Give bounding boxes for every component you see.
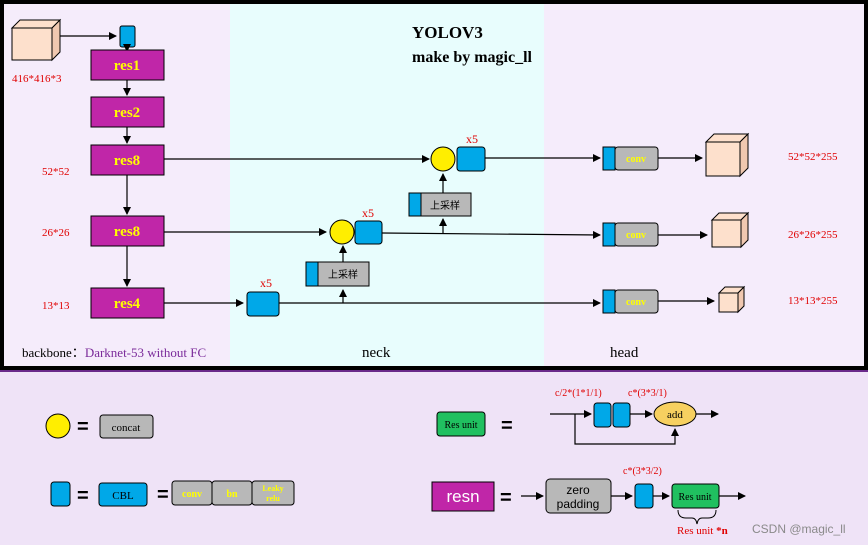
- legend-concat-label: concat: [112, 422, 141, 434]
- head-panel: [544, 4, 864, 366]
- legend-n: *n: [716, 525, 728, 537]
- res8a-label: res8: [114, 153, 140, 169]
- head-conv1-label: conv: [626, 154, 646, 165]
- title-line2: make by magic_ll: [412, 49, 533, 66]
- backbone-label: backbone：Darknet-53 without FC: [22, 345, 206, 360]
- legend-resunit-n-text: Res unit: [677, 525, 716, 537]
- legend-add-label: add: [667, 409, 683, 421]
- legend-conv: conv: [182, 489, 202, 500]
- output-cube-large-icon: [704, 132, 750, 178]
- legend-cbl-box: [98, 482, 148, 507]
- res1-block: res1: [90, 49, 165, 81]
- legend-concat-box: [99, 414, 154, 439]
- res8b-label: res8: [114, 224, 140, 240]
- legend-eq1: =: [77, 416, 89, 438]
- legend-resunit-n: Res unit *n: [677, 525, 728, 537]
- cbl-block-icon: [119, 25, 136, 48]
- legend-resn-box: [431, 481, 495, 512]
- out-52: 52*52*255: [788, 151, 838, 163]
- out-13: 13*13*255: [788, 295, 838, 307]
- legend-leaky1: Leaky: [262, 484, 283, 493]
- legend-c2: c/2*(1*1/1): [555, 388, 602, 399]
- legend-eq2b: =: [157, 484, 169, 506]
- backbone-label-prefix: backbone：: [22, 345, 85, 360]
- x5-b-label: x5: [362, 206, 374, 220]
- legend-eq3: =: [501, 415, 513, 437]
- legend-eq2: =: [77, 485, 89, 507]
- concat-icon-b: [430, 146, 456, 172]
- cbl-x5-b-icon: [354, 220, 383, 245]
- backbone-label-name: Darknet-53 without FC: [85, 345, 206, 360]
- out-26: 26*26*255: [788, 229, 838, 241]
- res4-block: res4: [90, 287, 165, 319]
- legend-cbl-expansion: conv bn Leaky relu: [171, 480, 295, 506]
- output-cube-small-icon: [717, 285, 746, 314]
- legend-resn-cbl-icon: [634, 483, 654, 509]
- input-size: 416*416*3: [12, 73, 62, 85]
- legend-concat-icon: [45, 413, 71, 439]
- x5-a-label: x5: [466, 132, 478, 146]
- legend-resunit-label: Res unit: [444, 420, 477, 431]
- legend-zeropad2: padding: [557, 497, 600, 511]
- neck-panel: [230, 4, 544, 366]
- scale-13: 13*13: [42, 300, 70, 312]
- legend-brace-icon: [677, 509, 717, 525]
- output-cube-medium-icon: [710, 211, 750, 249]
- legend-cbl-label: CBL: [112, 490, 134, 502]
- title-line1: YOLOV3: [412, 23, 483, 42]
- legend-resunit-box: [436, 411, 486, 437]
- legend-res-cbl2-icon: [612, 402, 631, 428]
- legend-leaky2: relu: [266, 494, 280, 503]
- head-conv1: conv: [602, 146, 659, 171]
- legend-zeropad1: zero: [566, 483, 590, 497]
- res4-label: res4: [114, 296, 141, 312]
- input-cube-icon: [10, 18, 62, 62]
- head-conv2: conv: [602, 222, 659, 247]
- res8a-block: res8: [90, 144, 165, 176]
- head-conv3-label: conv: [626, 297, 646, 308]
- upsample1-block: 上采样: [305, 261, 370, 287]
- upsample2-block: 上采样: [408, 192, 472, 217]
- legend-resn-unit-label: Res unit: [678, 492, 711, 503]
- cbl-x5-c-icon: [246, 291, 280, 317]
- legend-eq4: =: [500, 487, 512, 509]
- res2-label: res2: [114, 105, 140, 121]
- legend-c3: c*(3*3/1): [628, 388, 667, 399]
- scale-26: 26*26: [42, 227, 70, 239]
- concat-icon-a: [329, 219, 355, 245]
- legend-cbl-icon: [50, 481, 71, 507]
- legend-res-shortcut: [574, 414, 679, 445]
- scale-52: 52*52: [42, 166, 70, 178]
- res8b-block: res8: [90, 215, 165, 247]
- upsample1-label: 上采样: [328, 268, 358, 281]
- res1-label: res1: [114, 58, 140, 74]
- legend-resn-label: resn: [446, 487, 479, 506]
- head-conv3: conv: [602, 289, 659, 314]
- x5-c-label: x5: [260, 276, 272, 290]
- arrow-x5b-head: [381, 230, 601, 239]
- res2-block: res2: [90, 96, 165, 128]
- legend-c32: c*(3*3/2): [623, 466, 662, 477]
- neck-label: neck: [362, 345, 391, 361]
- legend-panel: [0, 372, 868, 545]
- legend-bn: bn: [226, 489, 238, 500]
- legend-res-cbl1-icon: [593, 402, 612, 428]
- head-label: head: [610, 345, 639, 361]
- head-conv2-label: conv: [626, 230, 646, 241]
- cbl-x5-a-icon: [456, 146, 486, 172]
- upsample2-label: 上采样: [430, 199, 460, 212]
- watermark: CSDN @magic_ll: [752, 522, 846, 536]
